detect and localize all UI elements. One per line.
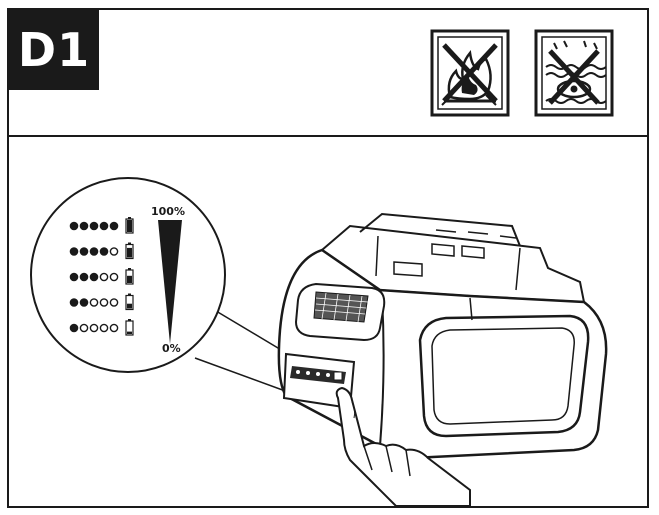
led-dot-on xyxy=(79,221,89,231)
battery-level-fill xyxy=(127,303,132,309)
pointing-hand xyxy=(335,386,471,507)
led-dot-off xyxy=(89,298,99,307)
battery-level-cap xyxy=(128,217,131,219)
battery-level-cap xyxy=(128,268,131,270)
page-frame xyxy=(7,8,649,508)
led-dot-on xyxy=(79,298,89,307)
led-dot-off xyxy=(79,323,89,333)
led-dot-on xyxy=(99,221,109,231)
no-water-icon xyxy=(534,29,614,117)
callout-line-bottom xyxy=(194,357,289,393)
led-dot-on xyxy=(89,272,99,282)
led-dot-on xyxy=(69,272,79,282)
led-dot-on xyxy=(89,247,99,256)
battery-level-cap xyxy=(128,242,131,245)
led-dot-on xyxy=(69,247,79,256)
battery-level-fill xyxy=(127,220,132,232)
led-indicator-rows xyxy=(69,217,134,336)
battery-level-fill xyxy=(127,247,132,258)
led-dot-on xyxy=(109,221,119,231)
latch-grip-texture xyxy=(313,291,369,323)
led-dot-on xyxy=(69,323,79,333)
led-dot-off xyxy=(109,298,119,307)
callout-line-top xyxy=(205,304,289,355)
led-dot-on xyxy=(69,298,79,307)
led-dot-off xyxy=(109,323,119,333)
fuel-gauge-button xyxy=(333,371,343,381)
battery-side-grip xyxy=(418,314,590,438)
led-dot-off xyxy=(99,323,109,333)
led-dot-off xyxy=(99,272,109,282)
header-divider xyxy=(7,135,649,137)
no-fire-icon xyxy=(430,29,510,117)
led-dot-on xyxy=(79,272,89,282)
battery-level-cap xyxy=(128,319,131,321)
led-dot-on xyxy=(99,247,109,256)
led-dot-off xyxy=(109,247,119,256)
battery-level-fill xyxy=(127,331,132,334)
battery-level-fill xyxy=(127,275,132,283)
led-dot-off xyxy=(109,272,119,282)
battery-level-cap xyxy=(128,293,131,296)
led-dot-off xyxy=(99,298,109,307)
battery-terminal-slot xyxy=(393,261,423,277)
charge-label-empty: 0% xyxy=(162,342,181,355)
led-dot-on xyxy=(89,221,99,231)
led-dot-off xyxy=(89,323,99,333)
charge-gauge-wedge xyxy=(158,220,182,344)
charge-label-full: 100% xyxy=(151,205,185,218)
step-badge: D1 xyxy=(9,10,99,90)
led-dot-on xyxy=(79,247,89,256)
led-dot-on xyxy=(69,221,79,231)
